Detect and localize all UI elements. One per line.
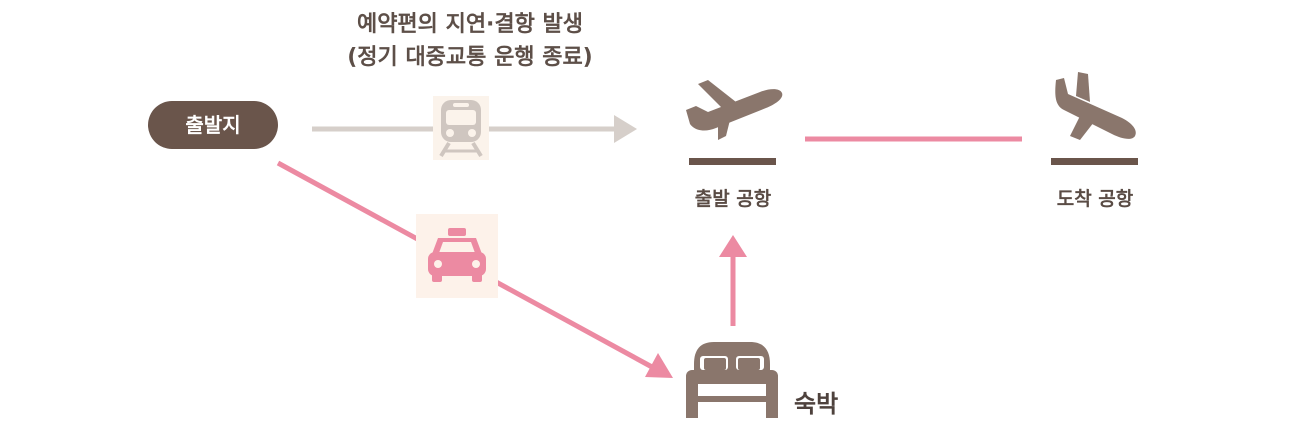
caption-line-1: 예약편의 지연·결항 발생 xyxy=(356,12,584,37)
airplane-arrival-icon xyxy=(1055,72,1136,140)
arrival-airport-label: 도착 공항 xyxy=(1056,188,1134,210)
caption-line-2: (정기 대중교통 운행 종료) xyxy=(347,45,593,70)
arrowhead-pink-diagonal xyxy=(645,353,673,378)
train-icon xyxy=(439,100,483,158)
runway-bar-departure xyxy=(689,158,776,165)
airplane-departure-icon xyxy=(686,80,783,140)
arrowhead-pink-up xyxy=(719,235,747,257)
train-icon-box xyxy=(433,96,489,160)
lodging-label: 숙박 xyxy=(794,390,839,418)
runway-bar-arrival xyxy=(1051,158,1138,165)
departure-airport-label: 출발 공항 xyxy=(694,188,772,210)
origin-badge: 출발지 xyxy=(148,101,278,149)
delay-caption: 예약편의 지연·결항 발생 (정기 대중교통 운행 종료) xyxy=(310,8,630,74)
arrowhead-gray xyxy=(614,115,637,143)
taxi-icon-box xyxy=(416,214,498,298)
taxi-icon xyxy=(428,228,486,282)
bed-icon xyxy=(686,342,778,418)
